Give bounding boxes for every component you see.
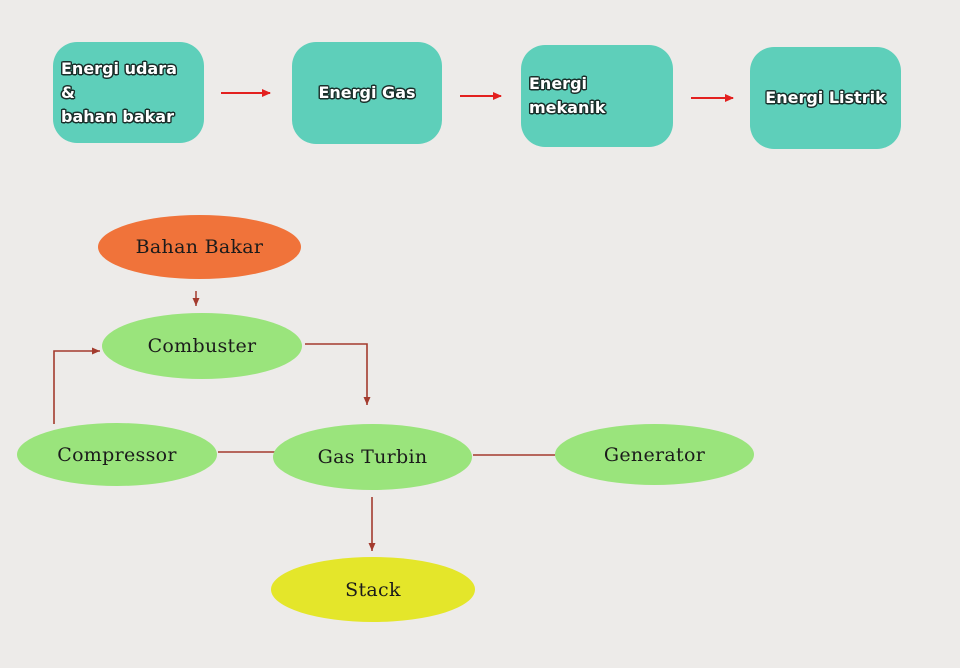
compressor-node: Compressor — [17, 423, 217, 486]
arrow-compressor-to-combustor — [53, 347, 100, 424]
generator-node: Generator — [555, 424, 754, 485]
fuel-node: Bahan Bakar — [98, 215, 301, 279]
energy-box-udara-bahan-bakar: Energi udara & bahan bakar — [53, 42, 204, 143]
arrow-combustor-to-turbine — [305, 343, 371, 405]
energy-box-gas: Energi Gas — [292, 42, 442, 144]
energy-box-listrik: Energi Listrik — [750, 47, 901, 149]
gas-turbine-node: Gas Turbin — [273, 424, 472, 490]
stack-node: Stack — [271, 557, 475, 622]
energy-box-mekanik: Energi mekanik — [521, 45, 673, 147]
energy-box-label: Energi udara & bahan bakar — [61, 58, 177, 126]
combustor-node: Combuster — [102, 313, 302, 379]
